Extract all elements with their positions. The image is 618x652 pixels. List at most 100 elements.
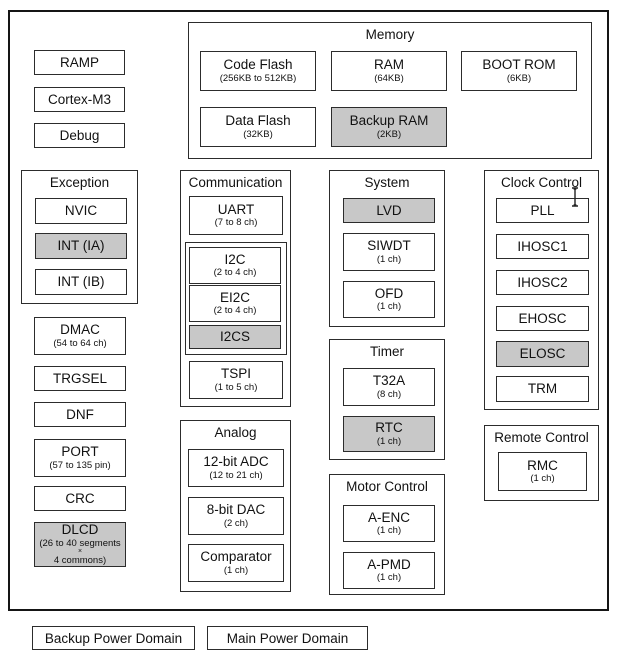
block-sub: (54 to 64 ch) — [53, 337, 107, 349]
block-sub: (2 to 4 ch) — [213, 267, 257, 279]
block-label: 8-bit DAC — [206, 502, 266, 518]
block-label: Cortex-M3 — [47, 91, 111, 107]
block-dnf: DNF — [34, 402, 126, 427]
section-title: Motor Control — [346, 479, 428, 494]
section-title: System — [364, 175, 410, 190]
block-ehosc: EHOSC — [496, 306, 589, 331]
block-sub: (1 ch) — [376, 572, 402, 584]
block-label: DNF — [66, 406, 94, 422]
block-ramp: RAMP — [34, 50, 125, 75]
block-a-pmd: A-PMD (1 ch) — [343, 552, 435, 589]
block-trgsel: TRGSEL — [34, 366, 126, 391]
block-rtc: RTC (1 ch) — [343, 416, 435, 452]
section-title: Timer — [370, 344, 404, 359]
block-label: DMAC — [60, 322, 100, 338]
section-clock-control: Clock Control PLL IHOSC1 IHOSC2 EHOSC EL… — [484, 170, 599, 410]
block-elosc: ELOSC — [496, 341, 589, 367]
block-ihosc1: IHOSC1 — [496, 234, 589, 259]
section-memory: Memory Code Flash (256KB to 512KB) RAM (… — [188, 22, 592, 159]
block-label: EI2C — [219, 289, 250, 305]
block-label: Debug — [59, 127, 100, 143]
chip-outline: RAMP Cortex-M3 Debug Memory Code Flash (… — [8, 10, 609, 611]
block-port: PORT (57 to 135 pin) — [34, 439, 126, 477]
block-crc: CRC — [34, 486, 126, 511]
section-timer: Timer T32A (8 ch) RTC (1 ch) — [329, 339, 445, 460]
block-sub: (1 ch) — [223, 564, 249, 576]
block-sub: (2 ch) — [223, 517, 249, 529]
block-i2c: I2C (2 to 4 ch) — [189, 247, 281, 284]
block-label: CRC — [65, 490, 95, 506]
block-tspi: TSPI (1 to 5 ch) — [189, 361, 283, 399]
group-i2c: I2C (2 to 4 ch) EI2C (2 to 4 ch) I2CS — [185, 242, 287, 355]
block-label: SIWDT — [367, 238, 411, 254]
block-lvd: LVD — [343, 198, 435, 223]
block-sub: (1 ch) — [376, 525, 402, 537]
block-label: RMC — [527, 457, 558, 473]
block-8bit-dac: 8-bit DAC (2 ch) — [188, 497, 284, 535]
block-label: UART — [217, 201, 255, 217]
block-ofd: OFD (1 ch) — [343, 281, 435, 318]
block-sub: (12 to 21 ch) — [209, 469, 263, 481]
block-label: TRGSEL — [52, 370, 107, 386]
block-sub: 4 commons) — [53, 554, 107, 566]
block-sub: × — [77, 547, 83, 555]
block-label: ELOSC — [519, 346, 566, 362]
text-cursor-icon — [569, 187, 581, 207]
legend-main-power-domain: Main Power Domain — [207, 626, 368, 650]
block-pll: PLL — [496, 198, 589, 223]
block-sub: (32KB) — [243, 128, 273, 140]
block-label: BOOT ROM — [482, 57, 556, 73]
block-label: LVD — [376, 202, 402, 218]
block-label: DLCD — [61, 522, 99, 538]
section-analog: Analog 12-bit ADC (12 to 21 ch) 8-bit DA… — [180, 420, 291, 592]
block-sub: (1 ch) — [376, 301, 402, 313]
block-sub: (6KB) — [506, 72, 532, 84]
block-dlcd: DLCD (26 to 40 segments × 4 commons) — [34, 522, 126, 567]
legend-backup-power-domain: Backup Power Domain — [32, 626, 195, 650]
block-label: RAMP — [59, 54, 99, 70]
block-sub: (7 to 8 ch) — [214, 217, 258, 229]
block-label: EHOSC — [518, 310, 567, 326]
block-sub: (2 to 4 ch) — [213, 305, 257, 317]
section-title: Remote Control — [494, 430, 589, 445]
section-exception: Exception NVIC INT (IA) INT (IB) — [21, 170, 138, 304]
block-uart: UART (7 to 8 ch) — [189, 196, 283, 235]
block-siwdt: SIWDT (1 ch) — [343, 233, 435, 271]
block-int-ib: INT (IB) — [35, 269, 127, 295]
block-backup-ram: Backup RAM (2KB) — [331, 107, 447, 147]
block-sub: (1 ch) — [530, 473, 555, 485]
block-data-flash: Data Flash (32KB) — [200, 107, 316, 147]
block-label: A-PMD — [367, 556, 411, 572]
block-int-ia: INT (IA) — [35, 233, 127, 259]
block-sub: (1 to 5 ch) — [214, 381, 258, 393]
block-debug: Debug — [34, 123, 125, 148]
section-system: System LVD SIWDT (1 ch) OFD (1 ch) — [329, 170, 445, 327]
section-title: Exception — [49, 175, 110, 190]
block-label: I2C — [224, 251, 246, 267]
legend-label: Main Power Domain — [226, 630, 349, 646]
legend-label: Backup Power Domain — [44, 630, 183, 646]
block-trm: TRM — [496, 376, 589, 402]
block-nvic: NVIC — [35, 198, 127, 224]
block-label: 12-bit ADC — [203, 454, 269, 470]
block-label: Code Flash — [223, 57, 293, 73]
block-label: PLL — [530, 202, 555, 218]
section-motor-control: Motor Control A-ENC (1 ch) A-PMD (1 ch) — [329, 474, 445, 595]
block-sub: (57 to 135 pin) — [49, 459, 111, 471]
block-sub: (256KB to 512KB) — [219, 72, 297, 84]
block-label: IHOSC2 — [517, 274, 568, 290]
section-title: Analog — [214, 425, 257, 440]
block-label: INT (IA) — [57, 238, 105, 254]
block-cortex-m3: Cortex-M3 — [34, 87, 125, 112]
block-sub: (1 ch) — [376, 253, 402, 265]
block-ram: RAM (64KB) — [331, 51, 447, 91]
block-label: Data Flash — [225, 113, 291, 129]
block-a-enc: A-ENC (1 ch) — [343, 505, 435, 542]
block-label: Comparator — [200, 549, 272, 565]
block-label: Backup RAM — [349, 113, 429, 129]
section-title: Clock Control — [500, 175, 583, 190]
block-label: PORT — [61, 444, 99, 460]
block-sub: (26 to 40 segments — [39, 537, 121, 549]
block-label: TSPI — [220, 366, 251, 382]
block-label: OFD — [374, 285, 404, 301]
